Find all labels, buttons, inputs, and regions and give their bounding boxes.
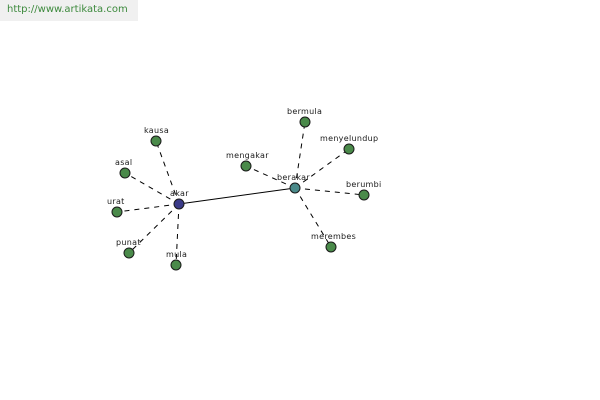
node-berakar[interactable]	[289, 182, 301, 194]
label-akar[interactable]: akar	[170, 189, 189, 198]
node-menyelundup[interactable]	[343, 143, 355, 155]
edge-akar-berakar	[178, 187, 296, 205]
node-mengakar[interactable]	[240, 160, 252, 172]
label-menyelundup[interactable]: menyelundup	[320, 134, 378, 143]
edge-akar-urat	[116, 203, 180, 213]
node-asal[interactable]	[119, 167, 131, 179]
edge-akar-mula	[175, 203, 180, 266]
edge-berakar-mengakar	[245, 165, 296, 189]
label-berumbi[interactable]: berumbi	[346, 180, 382, 189]
label-mengakar[interactable]: mengakar	[226, 151, 269, 160]
node-kausa[interactable]	[150, 135, 162, 147]
node-bermula[interactable]	[299, 116, 311, 128]
label-urat[interactable]: urat	[107, 197, 125, 206]
edge-berakar-berumbi	[294, 187, 365, 196]
edge-akar-asal	[124, 172, 180, 205]
label-kausa[interactable]: kausa	[144, 126, 169, 135]
node-merembes[interactable]	[325, 241, 337, 253]
node-punat[interactable]	[123, 247, 135, 259]
label-asal[interactable]: asal	[115, 158, 132, 167]
label-bermula[interactable]: bermula	[287, 107, 322, 116]
edge-akar-kausa	[155, 140, 180, 205]
node-akar[interactable]	[173, 198, 185, 210]
node-urat[interactable]	[111, 206, 123, 218]
site-url-banner[interactable]: http://www.artikata.com	[0, 0, 138, 21]
node-berumbi[interactable]	[358, 189, 370, 201]
label-punat[interactable]: punat	[116, 238, 141, 247]
edge-berakar-bermula	[294, 121, 306, 189]
label-berakar[interactable]: berakar	[277, 173, 310, 182]
edge-berakar-merembes	[294, 187, 332, 248]
node-mula[interactable]	[170, 259, 182, 271]
edge-akar-punat	[128, 203, 180, 254]
edge-berakar-menyelundup	[294, 148, 350, 189]
label-mula[interactable]: mula	[166, 250, 187, 259]
label-merembes[interactable]: merembes	[311, 232, 356, 241]
